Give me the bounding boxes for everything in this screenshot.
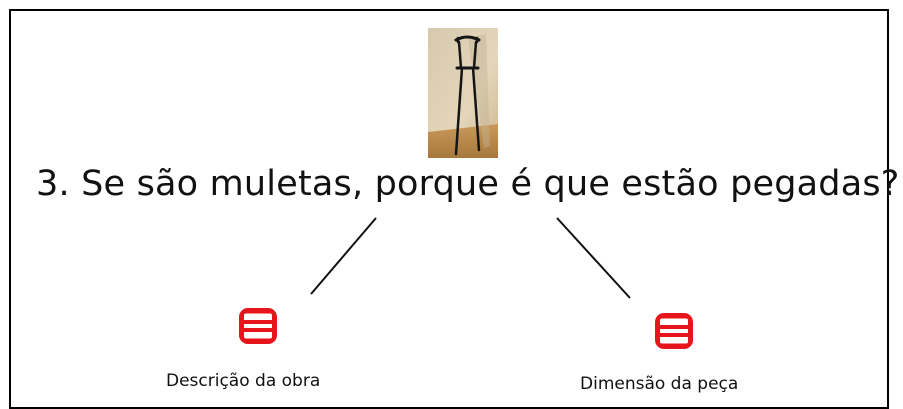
connector-right <box>556 217 631 299</box>
node-label-dimensao[interactable]: Dimensão da peça <box>580 374 739 394</box>
note-icon[interactable] <box>236 305 280 349</box>
note-icon[interactable] <box>652 310 696 354</box>
artwork-photo <box>428 28 498 158</box>
connector-lines <box>310 217 631 299</box>
connector-left <box>310 217 377 295</box>
question-title: 3. Se são muletas, porque é que estão pe… <box>36 164 900 204</box>
node-label-descricao[interactable]: Descrição da obra <box>166 371 321 391</box>
